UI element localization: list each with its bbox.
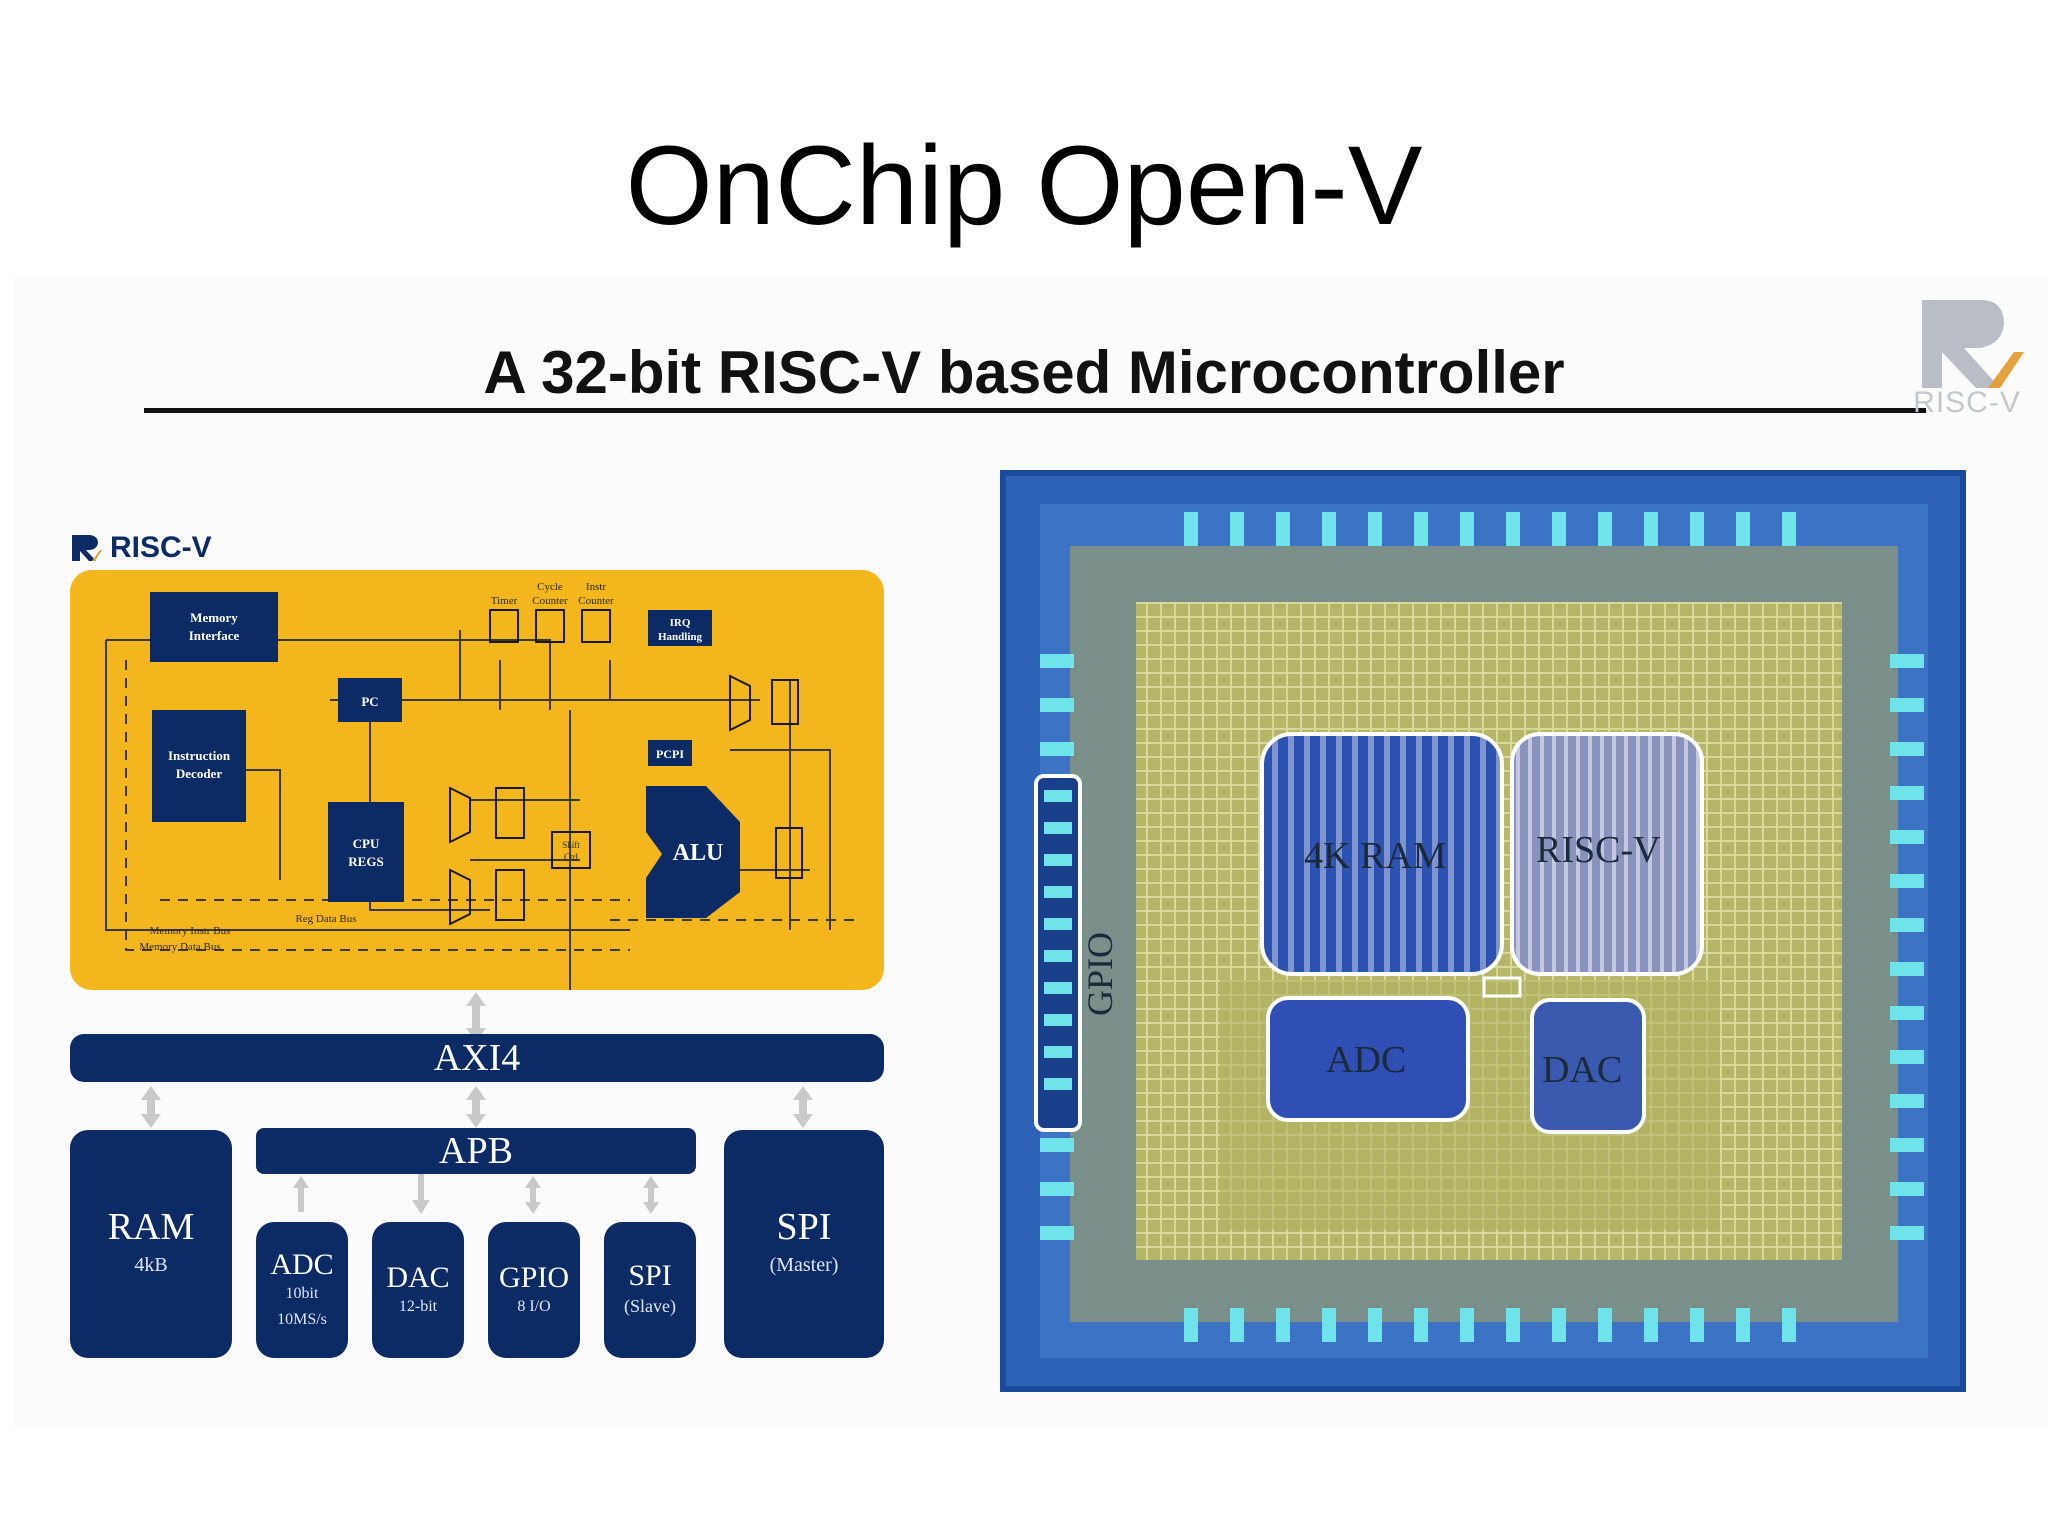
die-dac-block xyxy=(1530,998,1646,1134)
spi-slave-sub: (Slave) xyxy=(624,1296,676,1317)
label-cycle-2: Counter xyxy=(532,595,568,607)
label-shift-1: Shift xyxy=(562,840,580,850)
arrow-axi-spi xyxy=(793,1086,813,1128)
label-bus-inst: Memory Instr Bus xyxy=(150,925,231,937)
die-riscv-block xyxy=(1510,732,1704,976)
die-label-adc: ADC xyxy=(1326,1039,1406,1081)
core-boxes xyxy=(150,592,803,926)
spi-master-sub: (Master) xyxy=(769,1253,839,1276)
arrow-apb-dac xyxy=(412,1174,430,1214)
label-bus-data: Memory Data Bus xyxy=(139,941,220,953)
label-decoder-1: Instruction xyxy=(168,748,231,763)
pads-right xyxy=(1890,654,1924,1240)
arrow-axi-ram xyxy=(141,1086,161,1128)
bus-arrows xyxy=(141,992,813,1214)
bus-line xyxy=(105,640,630,931)
die-label-ram: 4K RAM xyxy=(1304,835,1447,877)
riscv-small-logo: RISC-V xyxy=(70,530,270,566)
label-bus-reg: Reg Data Bus xyxy=(295,913,356,925)
label-irq-1: IRQ xyxy=(670,617,691,629)
spi-master-block: SPI (Master) xyxy=(724,1130,884,1358)
label-alu: ALU xyxy=(673,840,724,866)
figure-subtitle: A 32-bit RISC-V based Microcontroller xyxy=(483,339,1565,406)
riscv-logo-icon xyxy=(1922,300,2024,388)
gpio-io: 8 I/O xyxy=(517,1297,551,1315)
title-underline xyxy=(144,408,1926,413)
label-inst-2: Counter xyxy=(578,595,614,607)
gpio-block: GPIO 8 I/O xyxy=(488,1222,580,1358)
spi-slave-block: SPI (Slave) xyxy=(604,1222,696,1358)
arrow-core-axi xyxy=(466,992,486,1042)
die-photo-drawing: GPIO 4K RAM RISC-V ADC DAC xyxy=(1000,470,1966,1392)
arrow-apb-spi xyxy=(643,1176,659,1214)
arrow-axi-apb xyxy=(466,1086,486,1128)
adc-bits: 10bit xyxy=(285,1284,319,1302)
die-adc-block xyxy=(1266,996,1470,1122)
label-memory-interface-1: Memory xyxy=(190,610,238,625)
dac-block: DAC 12-bit xyxy=(372,1222,464,1358)
riscv-corner-logo: RISC-V xyxy=(1892,292,2042,422)
gpio-title: GPIO xyxy=(498,1260,569,1294)
axi4-bus: AXI4 xyxy=(70,1034,884,1082)
die-label-dac: DAC xyxy=(1542,1049,1622,1091)
label-timer: Timer xyxy=(491,595,518,607)
adc-rate: 10MS/s xyxy=(277,1310,327,1328)
bus-line-dashed xyxy=(125,660,630,951)
riscv-corner-logo-text: RISC-V xyxy=(1913,386,2021,419)
label-pc: PC xyxy=(361,694,378,709)
die-photo: GPIO 4K RAM RISC-V ADC DAC xyxy=(1000,470,1966,1392)
label-cpu-regs-2: REGS xyxy=(348,854,383,869)
pads-bottom xyxy=(1184,1308,1796,1342)
label-irq-2: Handling xyxy=(658,631,703,643)
label-shift-2: Ctrl xyxy=(564,852,579,862)
adc-block: ADC 10bit 10MS/s xyxy=(256,1222,348,1358)
riscv-core-block: Memory Interface PC Instruction Decoder … xyxy=(70,570,884,990)
die-ram-block xyxy=(1260,732,1504,976)
label-memory-interface-2: Interface xyxy=(189,628,240,643)
die-label-riscv: RISC-V xyxy=(1536,829,1661,871)
dac-bits: 12-bit xyxy=(398,1297,438,1315)
spi-master-title: SPI xyxy=(776,1206,832,1249)
riscv-small-logo-icon xyxy=(72,535,102,561)
ram-block: RAM 4kB xyxy=(70,1130,232,1358)
ram-size: 4kB xyxy=(134,1253,168,1276)
label-inst-1: Instr xyxy=(586,581,607,593)
label-cycle-1: Cycle xyxy=(537,581,563,593)
ram-title: RAM xyxy=(107,1206,195,1249)
core-datapath: Memory Interface PC Instruction Decoder … xyxy=(105,581,860,990)
label-pcpi: PCPI xyxy=(656,747,684,761)
slide-title: OnChip Open-V xyxy=(625,123,1423,248)
die-label-gpio: GPIO xyxy=(1080,932,1120,1016)
dac-title: DAC xyxy=(386,1260,450,1294)
adc-title: ADC xyxy=(270,1247,334,1281)
pads-top xyxy=(1184,512,1796,546)
label-decoder-2: Decoder xyxy=(176,766,222,781)
label-cpu-regs-1: CPU xyxy=(353,836,380,851)
apb-bus: APB xyxy=(256,1128,696,1174)
spi-slave-title: SPI xyxy=(628,1259,672,1293)
arrow-apb-gpio xyxy=(525,1176,541,1214)
arrow-apb-adc xyxy=(293,1176,309,1212)
riscv-small-logo-text: RISC-V xyxy=(110,531,212,564)
